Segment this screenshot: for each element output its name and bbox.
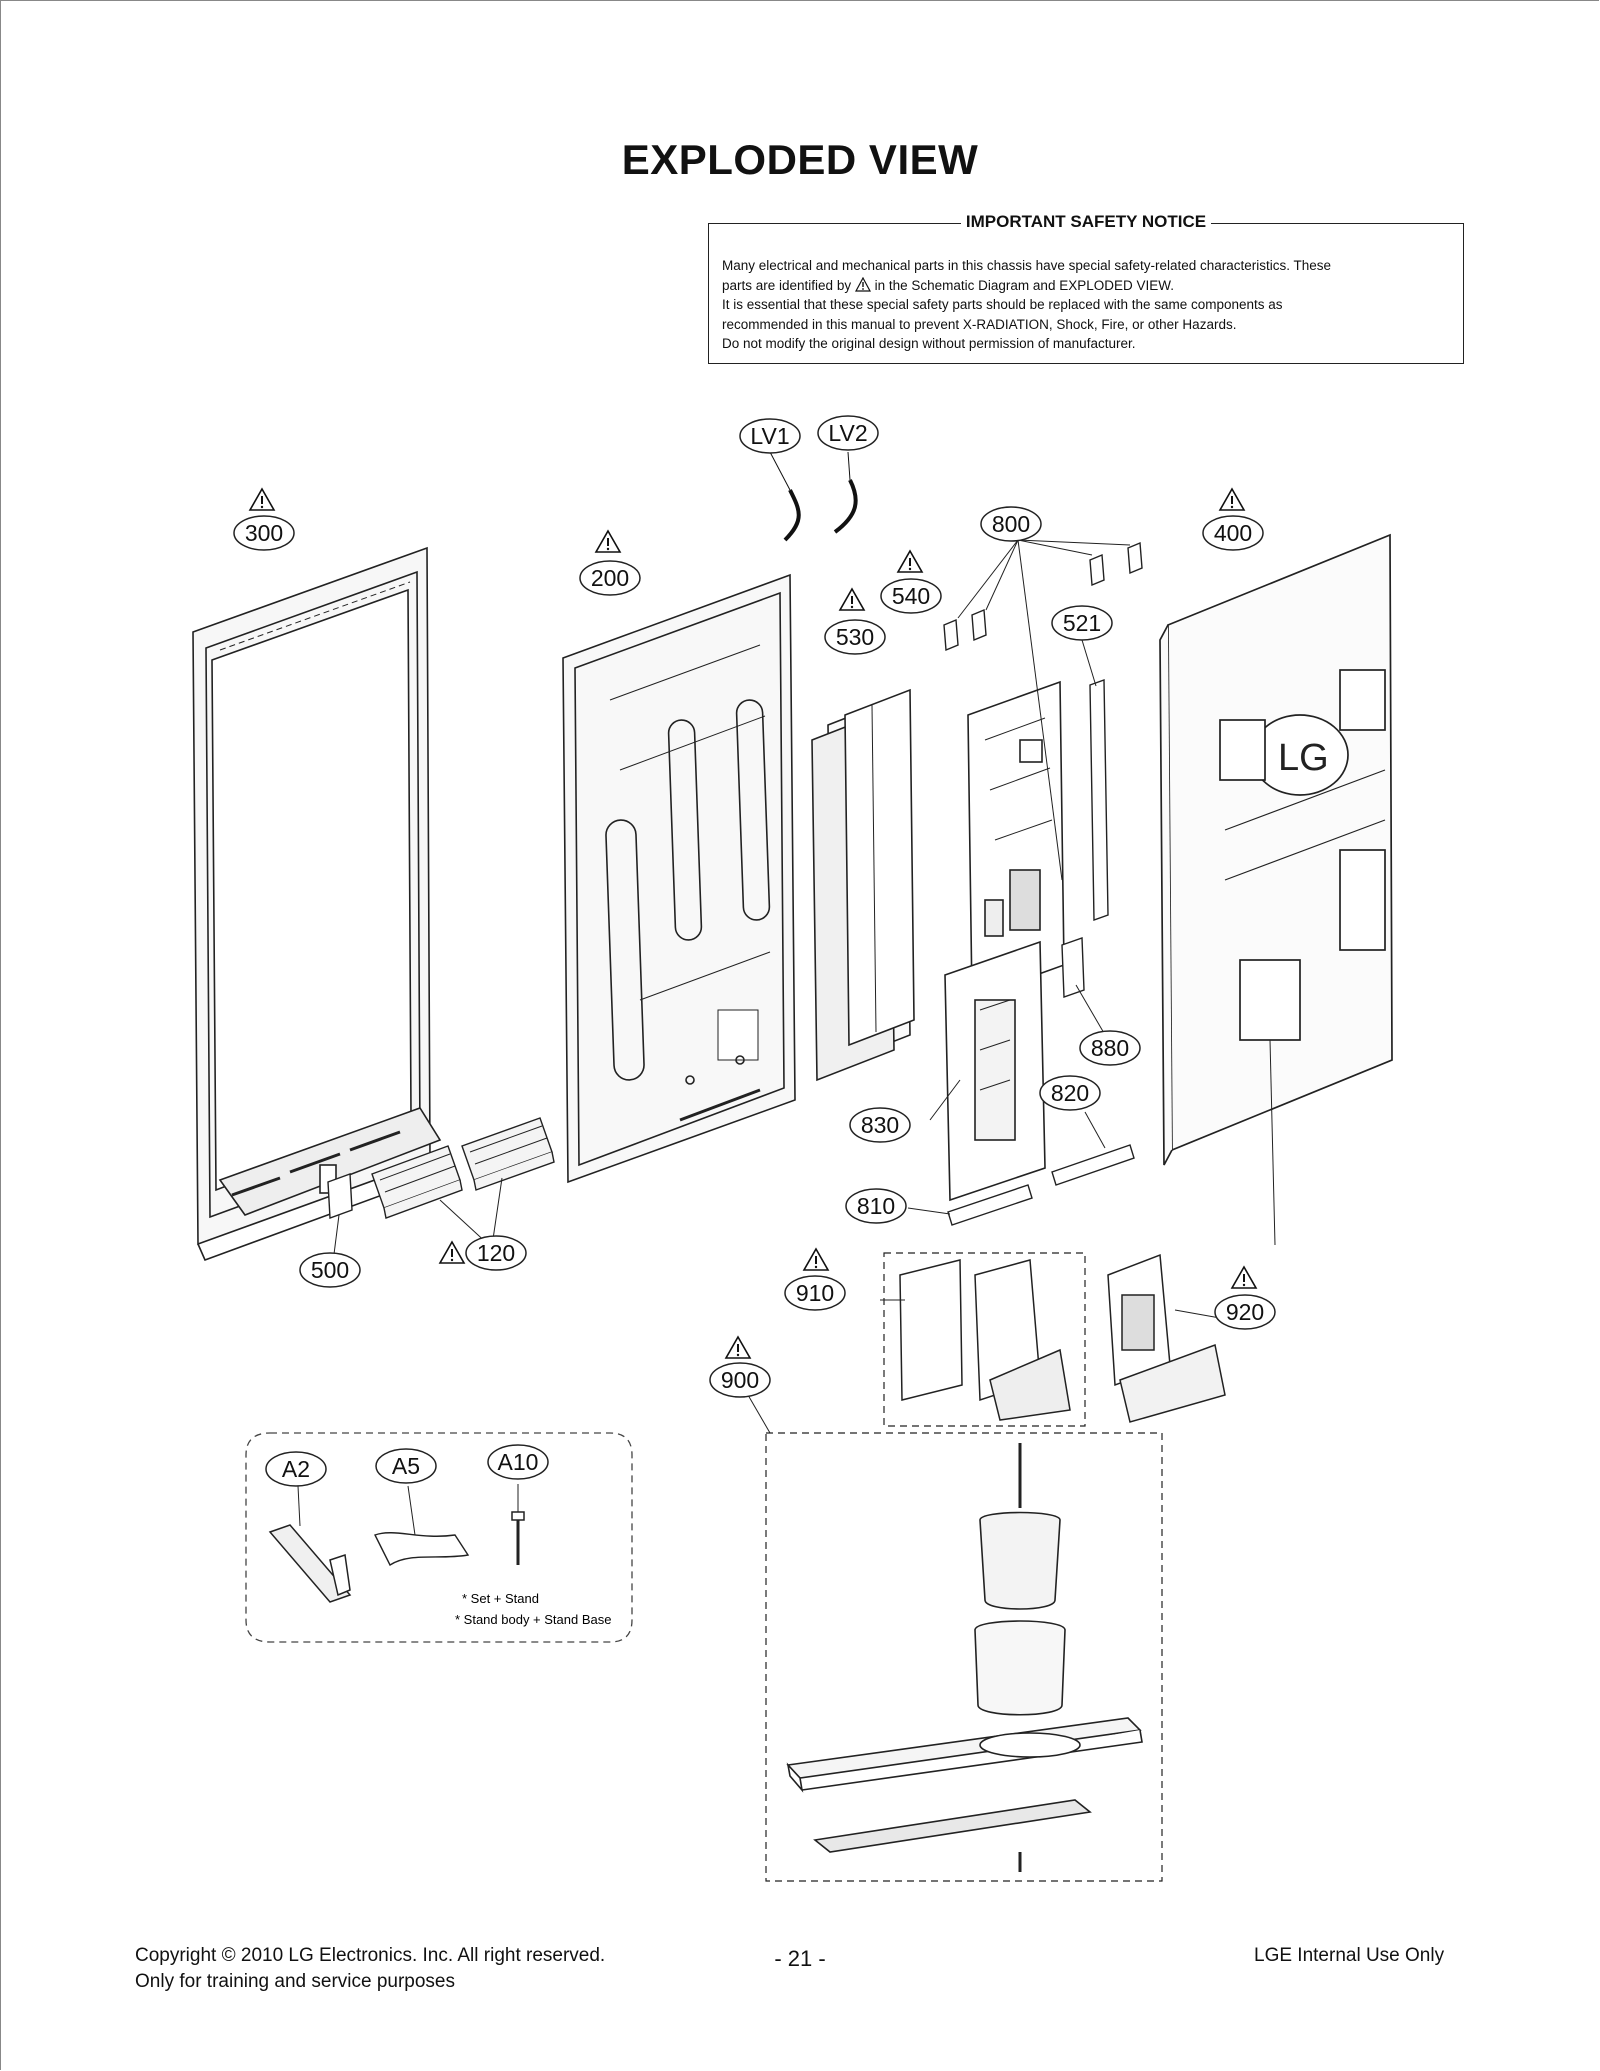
callout-900: 900 bbox=[721, 1367, 759, 1393]
stand-base-cover-a2 bbox=[268, 1485, 352, 1603]
callout-500: 500 bbox=[311, 1257, 349, 1283]
safety-warning-icon bbox=[897, 550, 923, 573]
safety-warning-icon bbox=[1231, 1266, 1257, 1289]
lcd-module-200 bbox=[562, 573, 796, 1184]
accessory-note-1: * Set + Stand bbox=[462, 1591, 539, 1606]
callout-200: 200 bbox=[591, 565, 629, 591]
safety-warning-icon bbox=[249, 488, 275, 511]
safety-warning-icon bbox=[725, 1336, 751, 1359]
svg-text:LG: LG bbox=[1278, 737, 1329, 779]
callout-lv2: LV2 bbox=[828, 420, 867, 446]
power-board-530 bbox=[811, 688, 915, 1082]
stand-cover-920 bbox=[1107, 1253, 1226, 1423]
callout-a5: A5 bbox=[392, 1453, 420, 1479]
callout-540: 540 bbox=[892, 583, 930, 609]
callout-120: 120 bbox=[477, 1240, 515, 1266]
brackets-800 bbox=[943, 539, 1143, 881]
callout-530: 530 bbox=[836, 624, 874, 650]
safety-notice-box: IMPORTANT SAFETY NOTICE Many electrical … bbox=[708, 212, 1464, 364]
safety-warning-icon bbox=[439, 1241, 465, 1264]
safety-warning-icon bbox=[595, 530, 621, 553]
safety-notice-heading: IMPORTANT SAFETY NOTICE bbox=[960, 212, 1212, 231]
stand-assembly-900 bbox=[747, 1394, 1163, 1882]
callout-300: 300 bbox=[245, 520, 283, 546]
footer-left: Copyright © 2010 LG Electronics. Inc. Al… bbox=[135, 1943, 605, 1995]
stand-bracket-910 bbox=[880, 1252, 1086, 1427]
safety-warning-icon bbox=[803, 1248, 829, 1271]
safety-warning-icon bbox=[839, 588, 865, 611]
callout-521: 521 bbox=[1063, 610, 1101, 636]
part-820 bbox=[1051, 1111, 1135, 1186]
callout-a2: A2 bbox=[282, 1456, 310, 1482]
accessories-box bbox=[245, 1432, 633, 1643]
notice-line: It is essential that these special safet… bbox=[722, 297, 1283, 312]
cables-lv1-lv2 bbox=[769, 451, 858, 542]
callout-830: 830 bbox=[861, 1112, 899, 1138]
notice-line: parts are identified by in the Schematic… bbox=[722, 276, 1174, 293]
screw-a10 bbox=[511, 1484, 525, 1565]
notice-line: Many electrical and mechanical parts in … bbox=[722, 258, 1332, 273]
part-810 bbox=[907, 1184, 1033, 1226]
footer-purpose: Only for training and service purposes bbox=[135, 1971, 455, 1992]
callout-lv1: LV1 bbox=[750, 423, 789, 449]
callout-810: 810 bbox=[857, 1193, 895, 1219]
callout-920: 920 bbox=[1226, 1299, 1264, 1325]
part-521 bbox=[1081, 639, 1109, 921]
main-board-540 bbox=[967, 680, 1065, 1000]
page-title: EXPLODED VIEW bbox=[621, 136, 979, 183]
part-880 bbox=[1061, 937, 1109, 1041]
callout-910: 910 bbox=[796, 1280, 834, 1306]
notice-line: recommended in this manual to prevent X-… bbox=[722, 316, 1237, 332]
front-cabinet-300 bbox=[192, 546, 442, 1262]
part-500 bbox=[327, 1173, 353, 1263]
footer-copyright: Copyright © 2010 LG Electronics. Inc. Al… bbox=[135, 1945, 606, 1966]
safety-warning-icon bbox=[1219, 488, 1245, 511]
callout-a10: A10 bbox=[498, 1449, 539, 1475]
callout-400: 400 bbox=[1214, 520, 1252, 546]
safety-warning-icon bbox=[854, 276, 871, 292]
callout-880: 880 bbox=[1091, 1035, 1129, 1061]
cloth-a5 bbox=[374, 1485, 470, 1567]
footer-internal: LGE Internal Use Only bbox=[1254, 1945, 1445, 1966]
notice-line: Do not modify the original design withou… bbox=[722, 336, 1136, 351]
page-number: - 21 - bbox=[774, 1946, 826, 1971]
callout-800: 800 bbox=[992, 511, 1030, 537]
accessory-note-2: * Stand body + Stand Base bbox=[455, 1612, 611, 1627]
safety-notice-body: Many electrical and mechanical parts in … bbox=[722, 256, 1450, 354]
back-cover-400: LG bbox=[1159, 533, 1393, 1246]
part-830 bbox=[929, 940, 1046, 1202]
callout-820: 820 bbox=[1051, 1080, 1089, 1106]
